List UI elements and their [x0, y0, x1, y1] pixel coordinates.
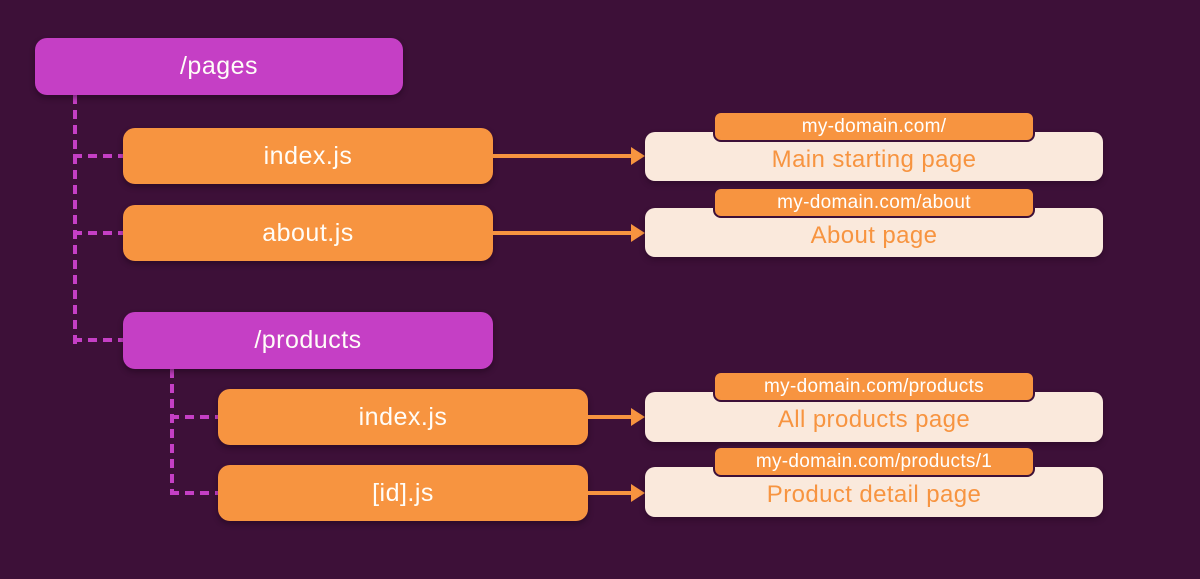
file-node-pages-index-label: index.js — [263, 141, 353, 170]
connector-branch-about — [73, 231, 123, 235]
file-node-products-id: [id].js — [218, 465, 588, 521]
folder-node-pages-label: /pages — [179, 52, 259, 80]
arrow-head-icon — [631, 408, 645, 426]
url-badge-main-text: my-domain.com/ — [801, 115, 947, 137]
url-badge-products: my-domain.com/products — [713, 371, 1035, 402]
file-node-pages-about: about.js — [123, 205, 493, 261]
url-badge-products-text: my-domain.com/products — [764, 375, 984, 397]
url-badge-product-detail: my-domain.com/products/1 — [713, 446, 1035, 477]
file-node-products-index: index.js — [218, 389, 588, 445]
folder-node-products-label: /products — [254, 326, 362, 354]
connector-branch-products-index — [170, 415, 218, 419]
result-card-products: my-domain.com/products All products page — [645, 371, 1103, 442]
result-card-about: my-domain.com/about About page — [645, 187, 1103, 257]
file-node-pages-index: index.js — [123, 128, 493, 184]
file-node-pages-about-label: about.js — [262, 218, 354, 247]
connector-branch-index — [73, 154, 123, 158]
connector-branch-products — [73, 338, 123, 342]
result-description-main: Main starting page — [771, 146, 977, 173]
arrow-shaft — [588, 415, 634, 419]
arrow-shaft — [588, 491, 634, 495]
arrow-shaft — [493, 231, 634, 235]
result-card-product-detail: my-domain.com/products/1 Product detail … — [645, 446, 1103, 517]
arrow-head-icon — [631, 147, 645, 165]
url-badge-about-text: my-domain.com/about — [777, 191, 971, 213]
arrow-head-icon — [631, 484, 645, 502]
arrow-shaft — [493, 154, 634, 158]
result-card-main: my-domain.com/ Main starting page — [645, 111, 1103, 181]
file-node-products-id-label: [id].js — [372, 478, 434, 507]
folder-node-products: /products — [123, 312, 493, 369]
file-node-products-index-label: index.js — [358, 402, 448, 431]
result-description-products: All products page — [777, 406, 971, 433]
arrow-head-icon — [631, 224, 645, 242]
connector-products-vertical — [170, 369, 174, 495]
result-description-product-detail: Product detail page — [766, 481, 982, 508]
url-badge-product-detail-text: my-domain.com/products/1 — [755, 450, 993, 472]
url-badge-about: my-domain.com/about — [713, 187, 1035, 218]
connector-pages-vertical — [73, 95, 77, 344]
folder-node-pages: /pages — [35, 38, 403, 95]
url-badge-main: my-domain.com/ — [713, 111, 1035, 142]
result-description-about: About page — [810, 222, 938, 249]
connector-branch-products-id — [170, 491, 218, 495]
